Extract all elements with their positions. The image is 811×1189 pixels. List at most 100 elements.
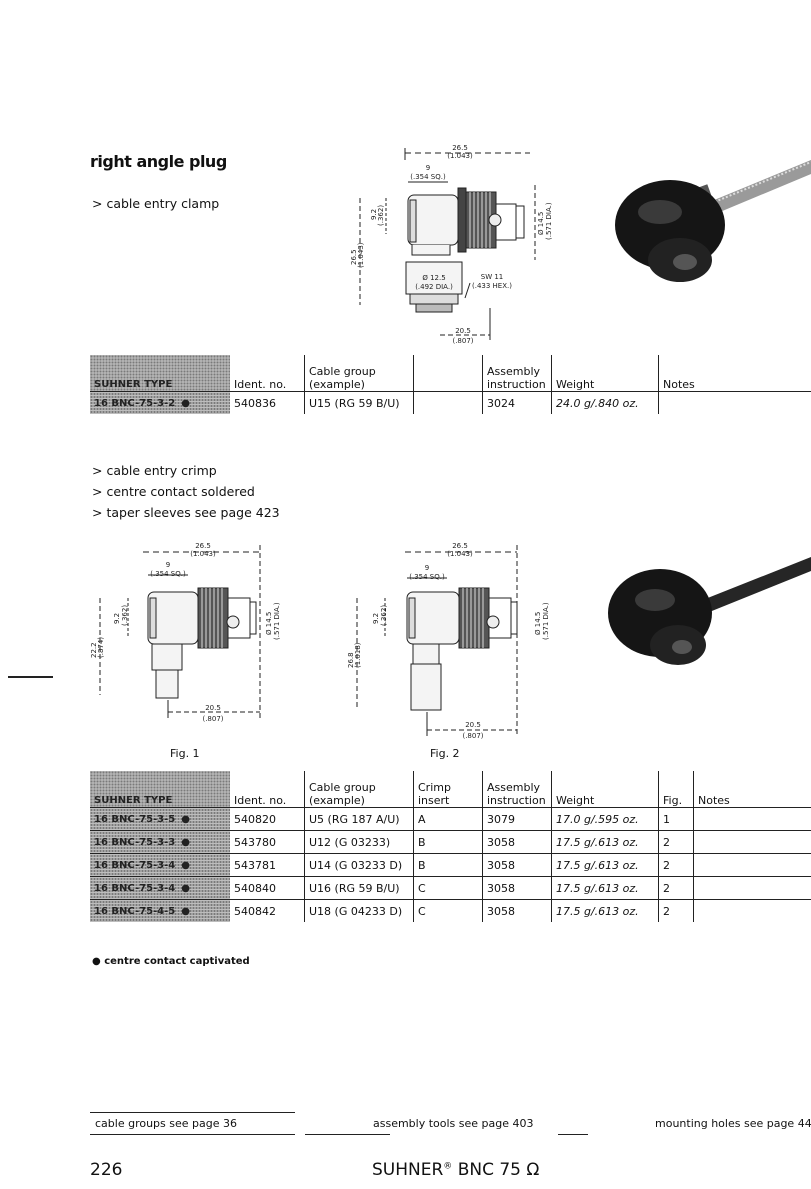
extra-cell — [413, 391, 483, 414]
bullet-cable-entry-crimp: cable entry crimp — [92, 463, 216, 478]
svg-text:(1.043): (1.043) — [357, 242, 365, 268]
crimp-cell: B — [413, 853, 483, 877]
header-empty — [413, 355, 483, 392]
svg-text:20.5: 20.5 — [465, 721, 481, 729]
svg-text:(.354 SQ.): (.354 SQ.) — [150, 570, 186, 578]
section2-table: SUHNER TYPE Ident. no. Cable group (exam… — [90, 771, 811, 922]
fig-cell: 2 — [658, 830, 694, 854]
table-row: 16 BNC-75-3-5● 540820 U5 (RG 187 A/U) A … — [90, 807, 811, 831]
svg-text:(.362): (.362) — [380, 605, 388, 626]
type-cell: 16 BNC-75-3-5● — [90, 807, 230, 831]
svg-text:20.5: 20.5 — [455, 327, 471, 335]
weight-cell: 17.5 g/.613 oz. — [551, 899, 659, 922]
ident-cell: 543780 — [230, 830, 305, 854]
crimp-cell: C — [413, 899, 483, 922]
svg-text:9: 9 — [426, 164, 430, 172]
svg-text:26.8: 26.8 — [347, 652, 355, 668]
weight-cell: 17.5 g/.613 oz. — [551, 876, 659, 900]
fig-cell: 2 — [658, 899, 694, 922]
assembly-cell: 3024 — [482, 391, 552, 414]
header-notes: Notes — [658, 355, 811, 392]
cable-cell: U16 (RG 59 B/U) — [304, 876, 414, 900]
link-assembly-tools[interactable]: assembly tools see page 403 — [373, 1117, 534, 1130]
type-cell: 16 BNC-75-4-5● — [90, 899, 230, 922]
link-cable-groups[interactable]: cable groups see page 36 — [95, 1117, 237, 1130]
type-cell: 16 BNC-75-3-4● — [90, 876, 230, 900]
cable-cell: U15 (RG 59 B/U) — [304, 391, 414, 414]
svg-text:20.5: 20.5 — [205, 704, 221, 712]
notes-cell — [693, 807, 811, 831]
table-row: 16 BNC-75-3-2● 540836 U15 (RG 59 B/U) 30… — [90, 391, 811, 414]
svg-text:(.807): (.807) — [462, 732, 483, 740]
notes-cell — [693, 853, 811, 877]
assembly-cell: 3058 — [482, 853, 552, 877]
cable-cell: U18 (G 04233 D) — [304, 899, 414, 922]
svg-text:26.5: 26.5 — [452, 542, 468, 550]
brand-line: SUHNER® BNC 75 Ω — [372, 1160, 540, 1180]
section-title: right angle plug — [90, 152, 227, 171]
svg-text:Ø 14.5: Ø 14.5 — [537, 212, 545, 235]
section1-table: SUHNER TYPE Ident. no. Cable group (exam… — [90, 355, 811, 414]
svg-text:26.5: 26.5 — [195, 542, 211, 550]
weight-cell: 17.5 g/.613 oz. — [551, 830, 659, 854]
footnote-captivated: ● centre contact captivated — [92, 956, 250, 967]
fig2-drawing: 26.5 (1.043) 9 (.354 SQ.) 9.2 (.362) Ø 1… — [347, 542, 550, 740]
ident-cell: 540820 — [230, 807, 305, 831]
cable-cell: U12 (G 03233) — [304, 830, 414, 854]
ident-cell: 540836 — [230, 391, 305, 414]
footer-rule — [90, 1112, 295, 1113]
svg-text:9: 9 — [166, 561, 170, 569]
svg-text:(.492 DIA.): (.492 DIA.) — [415, 283, 453, 291]
assembly-cell: 3058 — [482, 899, 552, 922]
footer-rule — [305, 1134, 390, 1135]
svg-text:26.5: 26.5 — [350, 249, 358, 265]
fig-cell: 2 — [658, 876, 694, 900]
weight-cell: 17.5 g/.613 oz. — [551, 853, 659, 877]
svg-text:(1.043): (1.043) — [190, 550, 216, 558]
type-cell: 16 BNC-75-3-3● — [90, 830, 230, 854]
svg-text:(.571 DIA.): (.571 DIA.) — [273, 602, 281, 640]
svg-text:(1.043): (1.043) — [447, 550, 473, 558]
svg-text:(.807): (.807) — [202, 715, 223, 723]
header-assembly: Assembly instruction — [482, 355, 552, 392]
crimp-cell: B — [413, 830, 483, 854]
svg-text:9.2: 9.2 — [372, 613, 380, 624]
table-row: 16 BNC-75-4-5● 540842 U18 (G 04233 D) C … — [90, 899, 811, 922]
header-cable-group: Cable group (example) — [304, 771, 414, 808]
right-angle-plug-clamp-drawing: 26.5 (1.043) 9 (.354 SQ.) 9.2 (.362) Ø 1… — [350, 144, 553, 345]
ident-cell: 540840 — [230, 876, 305, 900]
svg-text:9.2: 9.2 — [370, 209, 378, 220]
crimp-cell: A — [413, 807, 483, 831]
fig-cell: 2 — [658, 853, 694, 877]
right-angle-plug-clamp-photo — [615, 160, 811, 282]
fig1-caption: Fig. 1 — [170, 747, 200, 760]
type-cell: 16 BNC-75-3-2● — [90, 391, 230, 414]
svg-text:(.362): (.362) — [377, 205, 385, 226]
svg-text:Ø 14.5: Ø 14.5 — [534, 612, 542, 635]
footer-rule — [558, 1134, 588, 1135]
header-ident: Ident. no. — [234, 794, 287, 807]
footer-rule — [90, 1134, 295, 1135]
fig1-drawing: 26.5 (1.043) 9 (.354 SQ.) 9.2 (.362) Ø 1… — [90, 542, 281, 723]
header-crimp-insert: Crimp insert — [413, 771, 483, 808]
cable-cell: U14 (G 03233 D) — [304, 853, 414, 877]
svg-text:26.5: 26.5 — [452, 144, 468, 152]
cable-cell: U5 (RG 187 A/U) — [304, 807, 414, 831]
bullet-taper-sleeves: taper sleeves see page 423 — [92, 505, 279, 520]
header-weight: Weight — [551, 355, 659, 392]
bullet-centre-contact-soldered: centre contact soldered — [92, 484, 254, 499]
svg-text:(.571 DIA.): (.571 DIA.) — [545, 202, 553, 240]
header-assembly: Assembly instruction — [482, 771, 552, 808]
margin-mark — [8, 676, 53, 678]
link-mounting-holes[interactable]: mounting holes see page 44 — [655, 1117, 811, 1130]
svg-text:Ø 12.5: Ø 12.5 — [422, 274, 445, 282]
svg-text:9.2: 9.2 — [113, 613, 121, 624]
svg-text:(.571 DIA.): (.571 DIA.) — [542, 602, 550, 640]
svg-text:(.874): (.874) — [97, 637, 105, 658]
svg-text:(.354 SQ.): (.354 SQ.) — [409, 573, 445, 581]
header-type: SUHNER TYPE — [90, 771, 230, 808]
header-weight: Weight — [551, 771, 659, 808]
notes-cell — [693, 899, 811, 922]
notes-cell — [693, 830, 811, 854]
svg-text:(.433 HEX.): (.433 HEX.) — [472, 282, 512, 290]
